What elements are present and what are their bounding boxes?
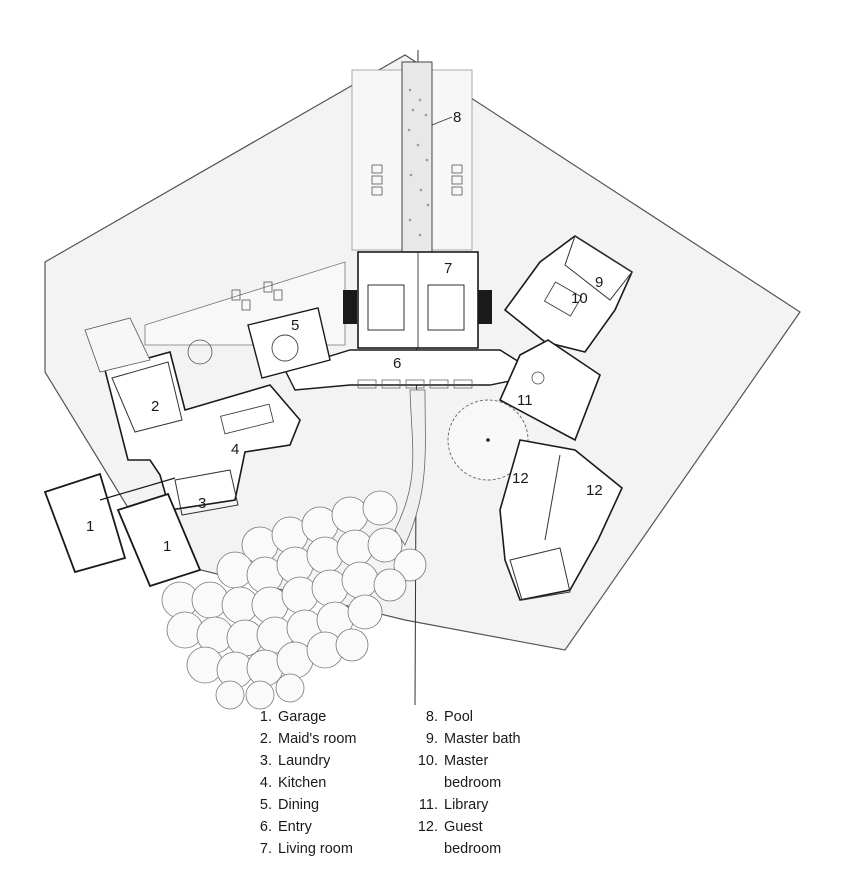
label-pool: 8 xyxy=(453,109,461,126)
legend-item: 7. Living room xyxy=(248,838,357,860)
legend-item: 11. Library xyxy=(414,794,521,816)
garage-link xyxy=(99,477,176,501)
legend-text: Master xyxy=(444,753,489,769)
legend-text: Living room xyxy=(278,841,353,857)
legend-text: Maid's room xyxy=(278,731,357,747)
garage-a xyxy=(43,472,127,574)
entry-walk xyxy=(394,389,426,546)
fireplace-right xyxy=(478,290,492,324)
pool-texture xyxy=(407,88,430,237)
legend-text: bedroom xyxy=(444,775,502,791)
garage-b xyxy=(116,492,202,588)
legend-item: 5. Dining xyxy=(248,794,357,816)
pool-chairs xyxy=(371,164,463,196)
legend-item: 2. Maid's room xyxy=(248,728,357,750)
legend-text: Laundry xyxy=(278,753,331,769)
legend-text: Entry xyxy=(278,819,312,835)
fireplace-left xyxy=(343,290,357,324)
legend-item: 3. Laundry xyxy=(248,750,357,772)
label-dining: 5 xyxy=(291,317,299,334)
guest-partition xyxy=(544,454,561,541)
legend-number: 8. xyxy=(425,709,438,725)
legend-text: Pool xyxy=(444,709,474,725)
legend-text: Guest xyxy=(444,819,483,835)
terrace-chairs xyxy=(231,281,283,311)
legend-text: bedroom xyxy=(444,841,502,857)
label-library: 11 xyxy=(517,392,533,409)
legend-item: 12. Guest xyxy=(414,816,521,838)
legend-item: 4. Kitchen xyxy=(248,772,357,794)
legend-number: 7. xyxy=(259,841,272,857)
legend-item-continued: bedroom xyxy=(414,772,521,794)
label-guest-a: 12 xyxy=(512,470,529,487)
tree-trunk xyxy=(486,438,490,442)
legend-text: Dining xyxy=(278,797,320,813)
service-wing xyxy=(104,351,301,511)
pool xyxy=(401,61,433,253)
legend-left-column: 1. Garage 2. Maid's room 3. Laundry 4. Kitch… xyxy=(248,706,357,860)
library-room xyxy=(498,339,601,442)
legend-item: 6. Entry xyxy=(248,816,357,838)
legend-item-continued: bedroom xyxy=(414,838,521,860)
kitchen-counter xyxy=(220,403,274,435)
legend-item: 10. Master xyxy=(414,750,521,772)
legend-item: 8. Pool xyxy=(414,706,521,728)
legend-number: 6. xyxy=(259,819,272,835)
library-chair xyxy=(531,371,545,385)
master-bath xyxy=(564,235,633,301)
label-maids-room: 2 xyxy=(151,398,159,415)
label-entry: 6 xyxy=(393,355,401,372)
label-master-bath: 9 xyxy=(595,274,603,291)
legend-item: 1. Garage xyxy=(248,706,357,728)
master-bed xyxy=(543,281,583,317)
dining-room xyxy=(247,307,331,379)
legend-number: 5. xyxy=(259,797,272,813)
label-guest-b: 12 xyxy=(586,482,603,499)
legend-item: 9. Master bath xyxy=(414,728,521,750)
legend-number: 4. xyxy=(259,775,272,791)
pool-leader xyxy=(431,116,453,126)
legend-number: 3. xyxy=(259,753,272,769)
legend-text: Kitchen xyxy=(278,775,327,791)
label-laundry: 3 xyxy=(198,495,206,512)
living-room xyxy=(357,251,479,349)
legend-number: 10. xyxy=(417,753,438,769)
guest-bath xyxy=(509,547,571,601)
label-garage-b: 1 xyxy=(163,538,171,555)
legend-text: Garage xyxy=(278,709,327,725)
legend-right-column: 8. Pool 9. Master bath 10. Master bedroom 1… xyxy=(414,706,521,860)
label-living-room: 7 xyxy=(444,260,452,277)
laundry-room xyxy=(174,469,239,516)
legend-number: 2. xyxy=(259,731,272,747)
dining-table xyxy=(271,334,299,362)
entry-glazing xyxy=(357,379,473,389)
legend-number: 1. xyxy=(259,709,272,725)
maids-room xyxy=(111,361,183,433)
legend-number: 12. xyxy=(417,819,438,835)
label-master-bedroom: 10 xyxy=(571,290,588,307)
service-porch xyxy=(84,317,151,373)
terrace-table xyxy=(187,339,213,365)
legend-text: Master bath xyxy=(444,731,521,747)
woodland xyxy=(161,490,427,710)
label-kitchen: 4 xyxy=(231,441,239,458)
legend-number: 9. xyxy=(425,731,438,747)
legend-number: 11. xyxy=(418,797,438,813)
label-garage-a: 1 xyxy=(86,518,94,535)
legend-text: Library xyxy=(444,797,489,813)
